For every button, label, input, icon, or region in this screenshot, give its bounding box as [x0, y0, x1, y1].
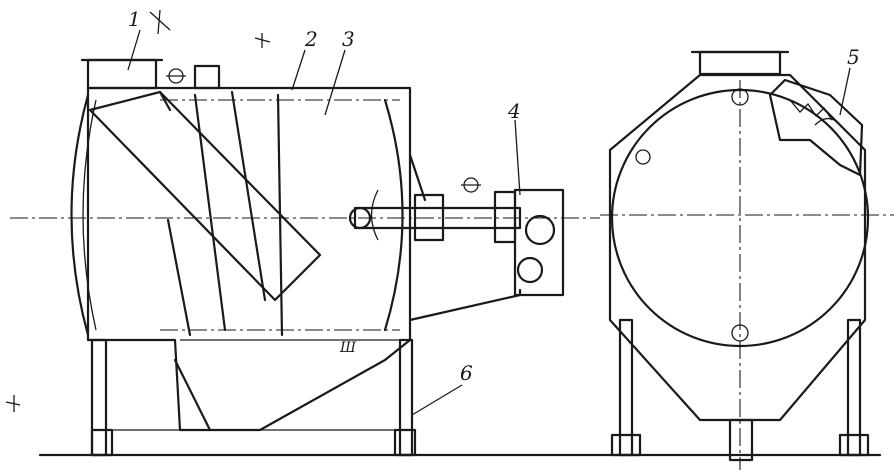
label-5: 5 — [847, 45, 860, 69]
leg-front-left — [90, 338, 108, 457]
blade-1 — [193, 93, 227, 332]
sketch-mark-1 — [149, 9, 171, 35]
front-inlet — [698, 50, 782, 76]
upper-bracket — [408, 153, 427, 202]
left-drum-end — [70, 93, 90, 337]
chute-lip — [158, 90, 172, 112]
right-drum-end — [383, 98, 404, 332]
shaft-nut — [348, 206, 372, 230]
label-6: 6 — [460, 361, 473, 385]
front-valve-left — [635, 149, 651, 165]
blade-3 — [276, 93, 284, 337]
drive-bracket — [408, 288, 522, 322]
gear-upper — [524, 214, 556, 246]
foot-right — [393, 428, 417, 457]
leader-6 — [411, 384, 463, 416]
front-foot-right — [838, 433, 870, 457]
spring — [789, 99, 833, 121]
label-2: 2 — [304, 27, 318, 51]
leader-1 — [127, 29, 141, 71]
drive-gearbox — [513, 188, 565, 297]
front-valve-bottom — [731, 324, 749, 342]
feed-chute — [88, 90, 322, 302]
hopper-left-wall — [173, 358, 212, 432]
label-4: 4 — [507, 99, 521, 123]
blade-2 — [230, 90, 267, 302]
front-valve-top — [731, 88, 749, 106]
spring-hook — [814, 118, 846, 131]
hub-dish — [370, 189, 379, 241]
front-outlet — [728, 418, 754, 462]
housing-outline — [86, 86, 412, 432]
left-drum-end-inner — [82, 99, 97, 331]
sketch-mark-2 — [254, 33, 271, 48]
section-mark: Ш — [339, 340, 357, 356]
cutaway-window — [768, 78, 864, 177]
bearing-housing — [413, 193, 445, 242]
coupling — [493, 190, 517, 244]
leader-3 — [324, 49, 346, 116]
gear-lower — [516, 256, 544, 284]
foot-left — [90, 428, 114, 457]
blade-4 — [166, 218, 192, 337]
top-fitting — [193, 64, 221, 90]
leader-4 — [514, 119, 521, 196]
front-housing — [608, 73, 867, 422]
sketch-mark-3 — [5, 395, 21, 412]
leg-front-right — [398, 338, 414, 457]
side-view: Ш — [5, 9, 882, 457]
label-1: 1 — [128, 7, 141, 31]
leader-2 — [291, 49, 306, 91]
inlet-flange — [86, 58, 158, 90]
label-3: 3 — [342, 27, 355, 51]
front-view — [600, 50, 894, 470]
shaft — [353, 206, 522, 230]
leader-5 — [839, 67, 851, 116]
front-foot-left — [610, 433, 642, 457]
